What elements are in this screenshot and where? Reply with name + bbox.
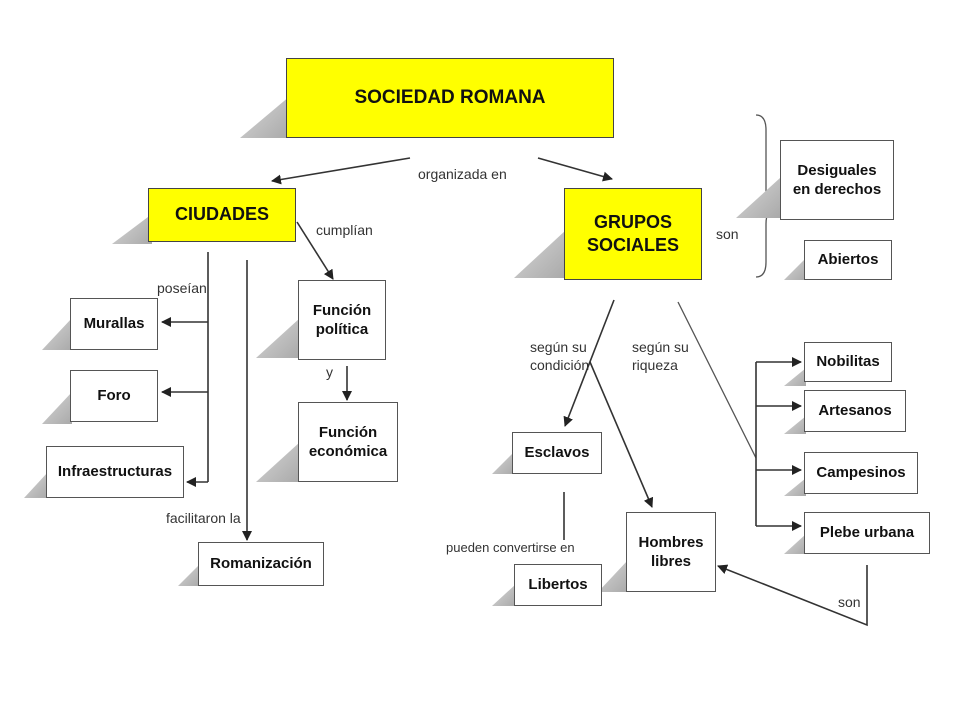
arrow-to-hombres-libres [589, 361, 654, 508]
arrow-to-ciudades [271, 157, 411, 185]
node-label-line1: Función [318, 423, 378, 441]
link-label-son: son [716, 226, 739, 242]
node-plebe-urbana: Plebe urbana [804, 512, 930, 554]
node-label: Plebe urbana [819, 524, 915, 542]
riqueza-line [677, 301, 757, 459]
node-label: CIUDADES [174, 204, 269, 225]
node-nobilitas: Nobilitas [804, 342, 892, 382]
node-label: Infraestructuras [57, 463, 173, 481]
node-foro: Foro [70, 370, 158, 422]
node-ciudades: CIUDADES [148, 188, 296, 242]
node-label-line1: GRUPOS [593, 211, 672, 232]
arrow-to-funcion-politica [296, 221, 334, 280]
link-label-organizada-en: organizada en [418, 166, 507, 182]
node-desiguales-en-derechos: Desiguales en derechos [780, 140, 894, 220]
link-label-line1: según su [530, 339, 587, 355]
node-label-line2: en derechos [792, 181, 882, 198]
node-label: SOCIEDAD ROMANA [354, 86, 546, 108]
link-label-segun-riqueza: según su riqueza [632, 338, 689, 374]
node-romanizacion: Romanización [198, 542, 324, 586]
node-hombres-libres: Hombres libres [626, 512, 716, 592]
node-abiertos: Abiertos [804, 240, 892, 280]
link-label-y: y [326, 364, 333, 380]
link-label-line2: condición [530, 357, 590, 374]
node-label-line2: política [315, 321, 369, 338]
link-label-segun-condicion: según su condición [530, 338, 589, 374]
node-label: Foro [97, 387, 131, 405]
node-funcion-economica: Función económica [298, 402, 398, 482]
arrow-son-to-hombres-libres [717, 564, 868, 627]
arrow-to-grupos [537, 157, 613, 182]
node-label-line1: Desiguales [797, 161, 877, 179]
node-grupos-sociales: GRUPOS SOCIALES [564, 188, 702, 280]
node-label-line2: SOCIALES [586, 235, 679, 255]
node-label: Esclavos [524, 444, 590, 462]
link-label-son-2: son [838, 594, 861, 610]
node-label: Murallas [83, 315, 145, 333]
node-murallas: Murallas [70, 298, 158, 350]
node-label-line1: Hombres [638, 533, 704, 551]
link-label-line2: riqueza [632, 357, 678, 374]
node-label: Artesanos [818, 402, 892, 420]
node-esclavos: Esclavos [512, 432, 602, 474]
link-label-facilitaron-la: facilitaron la [166, 510, 241, 526]
node-label: Libertos [528, 576, 588, 594]
node-label: Romanización [210, 555, 312, 573]
node-label-line2: económica [308, 443, 388, 460]
node-libertos: Libertos [514, 564, 602, 606]
node-label: Nobilitas [816, 353, 880, 371]
link-label-line1: según su [632, 339, 689, 355]
node-label-line1: Función [312, 301, 372, 319]
node-label: Campesinos [816, 464, 906, 482]
node-sociedad-romana: SOCIEDAD ROMANA [286, 58, 614, 138]
link-label-cumplian: cumplían [316, 222, 373, 238]
node-artesanos: Artesanos [804, 390, 906, 432]
arrow-to-esclavos [563, 299, 615, 427]
node-label-line2: libres [650, 553, 692, 570]
node-funcion-politica: Función política [298, 280, 386, 360]
node-campesinos: Campesinos [804, 452, 918, 494]
link-label-poseian: poseían [157, 280, 207, 296]
node-label: Abiertos [817, 251, 879, 269]
link-label-pueden-convertirse-en: pueden convertirse en [446, 540, 575, 555]
node-infraestructuras: Infraestructuras [46, 446, 184, 498]
